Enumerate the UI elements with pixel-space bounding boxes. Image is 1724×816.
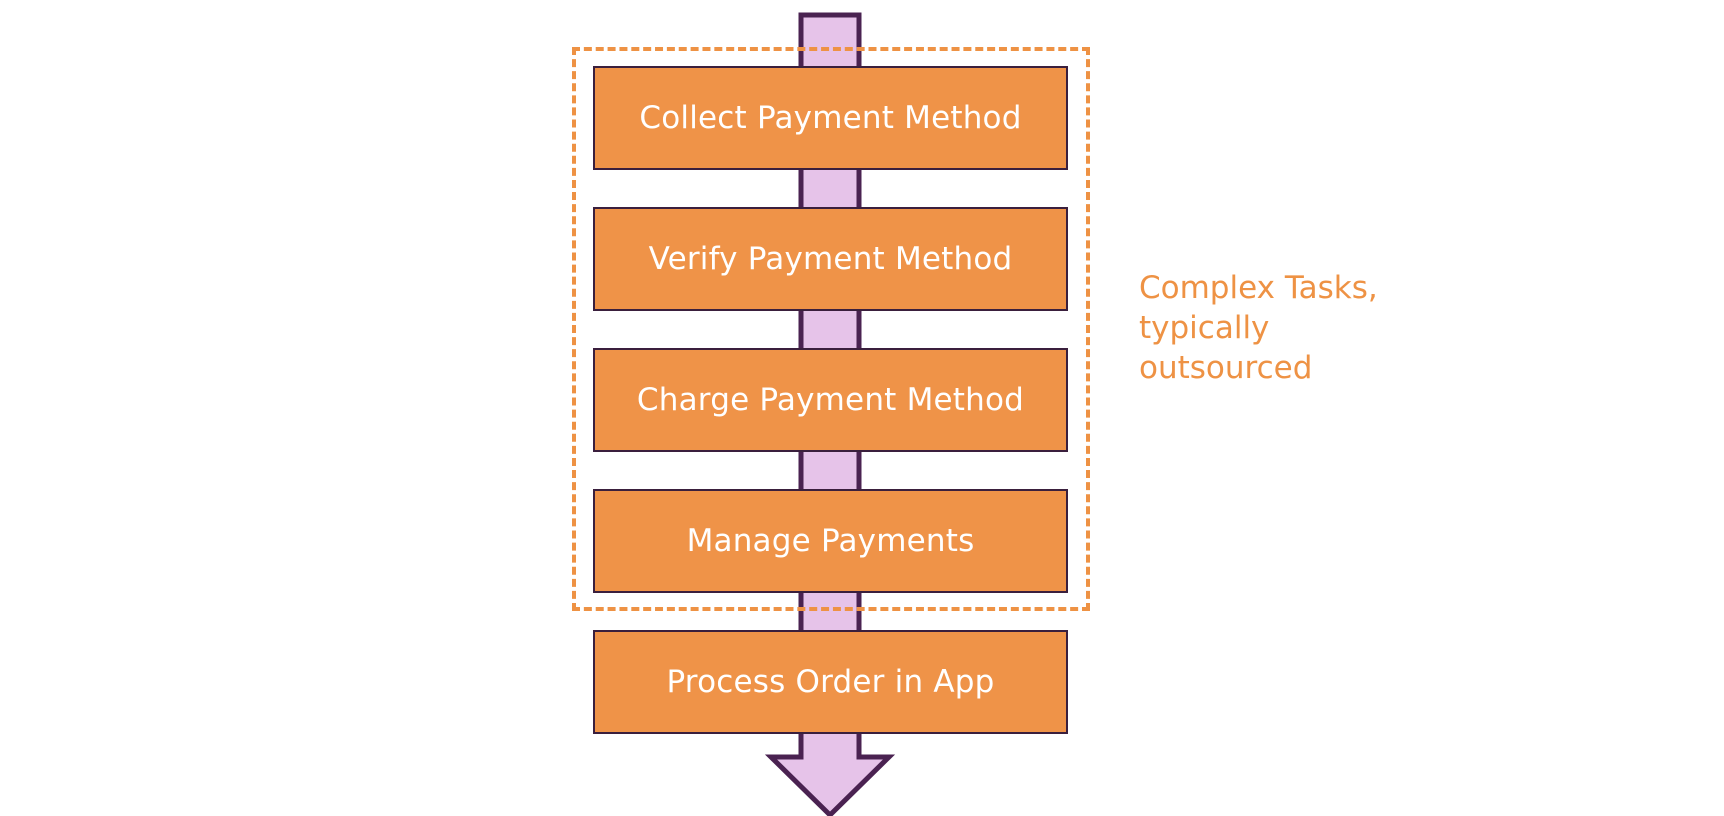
- step-collect-payment-method: Collect Payment Method: [593, 66, 1068, 170]
- step-label: Collect Payment Method: [639, 100, 1022, 136]
- step-label: Charge Payment Method: [636, 382, 1025, 418]
- step-process-order-in-app: Process Order in App: [593, 630, 1068, 734]
- step-verify-payment-method: Verify Payment Method: [593, 207, 1068, 311]
- step-label: Process Order in App: [666, 664, 995, 700]
- step-charge-payment-method: Charge Payment Method: [593, 348, 1068, 452]
- step-label: Verify Payment Method: [648, 241, 1013, 277]
- group-note-line: Complex Tasks,: [1139, 270, 1378, 306]
- group-note-line: outsourced: [1139, 350, 1313, 386]
- step-label: Manage Payments: [686, 523, 975, 559]
- group-note-line: typically: [1139, 310, 1270, 346]
- step-manage-payments: Manage Payments: [593, 489, 1068, 593]
- group-note: Complex Tasks, typically outsourced: [1139, 268, 1459, 388]
- outsourced-group-boundary: [572, 47, 1090, 611]
